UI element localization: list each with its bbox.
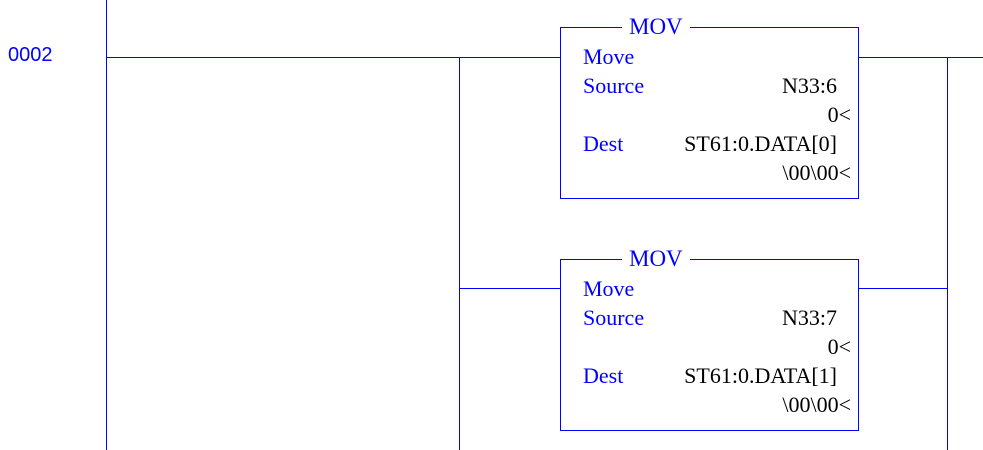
dest-value: \00\00< (782, 392, 851, 417)
dest-label: Dest (583, 131, 624, 156)
mov-instruction-1[interactable]: MOV Move Source N33:6 0< Dest ST61:0.DAT… (560, 14, 859, 199)
source-address[interactable]: N33:7 (782, 305, 837, 330)
mov-instruction-2[interactable]: MOV Move Source N33:7 0< Dest ST61:0.DAT… (560, 246, 859, 431)
source-address[interactable]: N33:6 (782, 73, 837, 98)
instruction-mnemonic: MOV (622, 246, 690, 272)
dest-value: \00\00< (782, 160, 851, 185)
source-value: 0< (827, 102, 851, 127)
source-label: Source (583, 305, 645, 330)
dest-address[interactable]: ST61:0.DATA[0] (684, 131, 837, 156)
instruction-description: Move (583, 276, 635, 301)
instruction-mnemonic: MOV (622, 14, 690, 40)
instruction-description: Move (583, 44, 635, 69)
source-value: 0< (827, 334, 851, 359)
dest-address[interactable]: ST61:0.DATA[1] (684, 363, 837, 388)
rung-number[interactable]: 0002 (8, 44, 53, 66)
dest-label: Dest (583, 363, 624, 388)
source-label: Source (583, 73, 645, 98)
